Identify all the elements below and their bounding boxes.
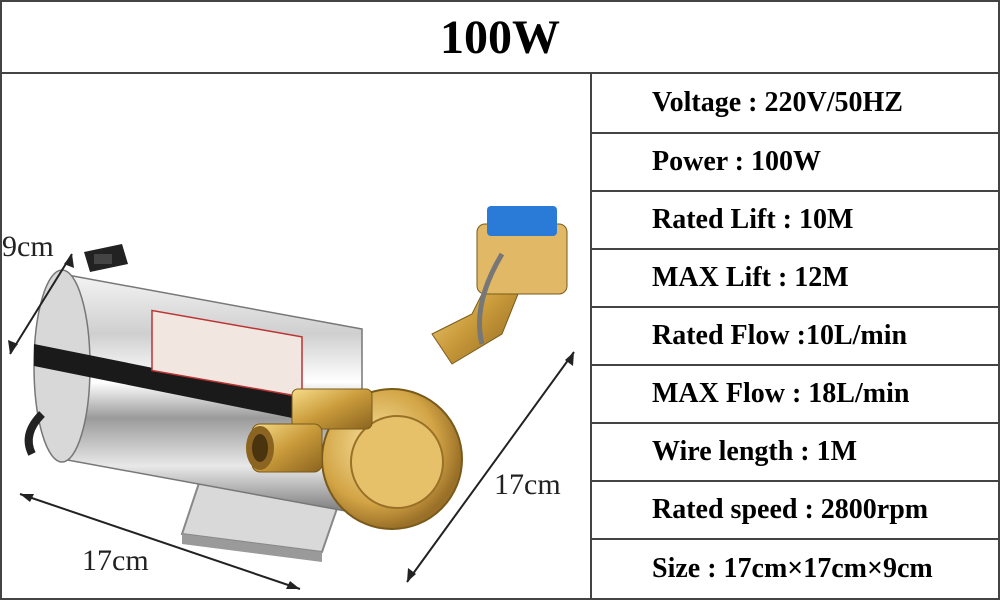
page-title: 100W: [440, 10, 560, 64]
spec-max-flow: MAX Flow : 18L/min: [652, 378, 910, 409]
spec-rated-lift: Rated Lift : 10M: [652, 204, 854, 235]
spec-row-rated-speed: Rated speed : 2800rpm: [592, 482, 998, 540]
spec-row-max-lift: MAX Lift : 12M: [592, 250, 998, 308]
dimension-length-label: 17cm: [82, 544, 149, 577]
spec-power: Power : 100W: [652, 146, 821, 177]
pump-head: [246, 388, 463, 530]
spec-voltage: Voltage : 220V/50HZ: [652, 87, 903, 118]
dimension-height: 17cm: [406, 351, 575, 583]
spec-rated-flow: Rated Flow :10L/min: [652, 320, 908, 351]
spec-row-rated-lift: Rated Lift : 10M: [592, 192, 998, 250]
spec-row-max-flow: MAX Flow : 18L/min: [592, 366, 998, 424]
spec-table: Voltage : 220V/50HZ Power : 100W Rated L…: [590, 74, 998, 598]
power-switch: [84, 244, 128, 272]
spec-row-voltage: Voltage : 220V/50HZ: [592, 74, 998, 134]
spec-wire-length: Wire length : 1M: [652, 436, 858, 467]
dimension-width-label: 9cm: [2, 230, 54, 263]
title-bar: 100W: [2, 2, 998, 74]
spec-row-size: Size : 17cm×17cm×9cm: [592, 540, 998, 598]
spec-row-power: Power : 100W: [592, 134, 998, 192]
power-cable: [24, 411, 45, 456]
spec-rated-speed: Rated speed : 2800rpm: [652, 494, 929, 525]
spec-row-rated-flow: Rated Flow :10L/min: [592, 308, 998, 366]
spec-max-lift: MAX Lift : 12M: [652, 262, 849, 293]
spec-size: Size : 17cm×17cm×9cm: [652, 553, 933, 584]
water-pump-illustration: 9cm 17cm 17cm: [2, 206, 575, 590]
product-image: 9cm 17cm 17cm: [2, 74, 590, 598]
flow-switch: [431, 206, 568, 365]
dimension-length: 17cm: [19, 493, 301, 590]
dimension-height-label: 17cm: [494, 468, 561, 501]
dimension-width: 9cm: [2, 230, 74, 355]
spec-row-wire-length: Wire length : 1M: [592, 424, 998, 482]
